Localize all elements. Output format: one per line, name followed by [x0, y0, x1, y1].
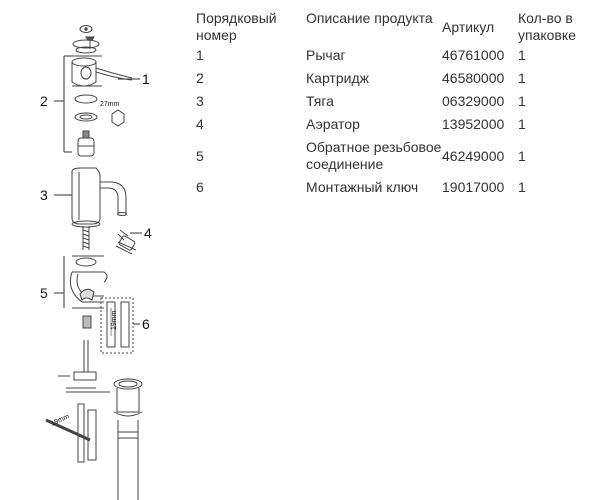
callout-5: 5	[40, 285, 48, 301]
lever-part	[71, 57, 133, 87]
header-quantity: Кол-во в упаковке	[518, 10, 576, 43]
cell-article: 46249000	[442, 147, 505, 164]
table-row: 6 Монтажный ключ 19017000 1	[196, 176, 598, 199]
cell-description: Тяга	[306, 93, 334, 109]
table-header-row: Порядковый номер Описание продукта Артик…	[196, 10, 598, 44]
cell-number: 5	[196, 147, 204, 164]
cell-article: 46761000	[442, 47, 505, 63]
cartridge-body	[77, 130, 95, 157]
cell-description: Монтажный ключ	[306, 179, 419, 195]
callout-1: 1	[142, 71, 150, 87]
cell-quantity: 1	[518, 147, 526, 164]
drain-plug	[113, 378, 143, 500]
faucet-body	[71, 167, 127, 228]
mounting-nut	[79, 288, 95, 301]
washer-top	[72, 39, 100, 49]
cell-article: 46580000	[442, 70, 505, 86]
cell-quantity: 1	[518, 179, 526, 195]
cell-number: 4	[196, 116, 204, 132]
top-cap	[79, 25, 93, 33]
aerator-part	[115, 229, 137, 255]
cell-description: Аэратор	[306, 116, 360, 132]
cell-number: 1	[196, 47, 204, 63]
threaded-insert	[82, 315, 92, 329]
cell-description: Обратное резьбовое соединение	[306, 139, 442, 172]
header-number: Порядковый номер	[196, 10, 277, 43]
callout-6: 6	[142, 316, 150, 332]
cartridge-rings	[74, 94, 125, 127]
cell-article: 19017000	[442, 179, 505, 195]
cell-number: 6	[196, 179, 204, 195]
table-row: 1 Рычаг 46761000 1	[196, 44, 598, 67]
pop-up-rod	[58, 340, 110, 393]
cell-number: 3	[196, 93, 204, 109]
bottom-wrench	[45, 403, 97, 463]
cell-quantity: 1	[518, 116, 526, 132]
table-row: 5 Обратное резьбовое соединение 46249000…	[196, 136, 598, 176]
dimension-label-27mm: 27mm	[100, 101, 120, 108]
mounting-wrench	[100, 297, 134, 354]
exploded-faucet-diagram: 1 2 3 4 5 6 27mm 19mm 19mm	[40, 25, 152, 500]
cell-description: Картридж	[306, 70, 369, 86]
callout-2: 2	[40, 93, 48, 109]
cell-quantity: 1	[518, 70, 526, 86]
cell-article: 06329000	[442, 93, 505, 109]
header-description: Описание продукта	[306, 10, 433, 26]
cell-article: 13952000	[442, 116, 505, 132]
threaded-rod	[82, 226, 90, 250]
callout-3: 3	[40, 187, 48, 203]
cell-description: Рычаг	[306, 47, 346, 63]
header-article: Артикул	[442, 18, 495, 35]
callout-4: 4	[144, 225, 152, 241]
table-row: 4 Аэратор 13952000 1	[196, 113, 598, 136]
table-row: 3 Тяга 06329000 1	[196, 90, 598, 113]
washer-2	[75, 46, 97, 54]
cell-quantity: 1	[518, 47, 526, 63]
parts-table: Порядковый номер Описание продукта Артик…	[196, 10, 598, 199]
table-row: 2 Картридж 46580000 1	[196, 67, 598, 90]
cell-quantity: 1	[518, 93, 526, 109]
cell-number: 2	[196, 70, 204, 86]
leader-lines	[54, 55, 142, 325]
o-ring	[75, 257, 97, 267]
dimension-label-wrench: 19mm	[111, 310, 118, 330]
